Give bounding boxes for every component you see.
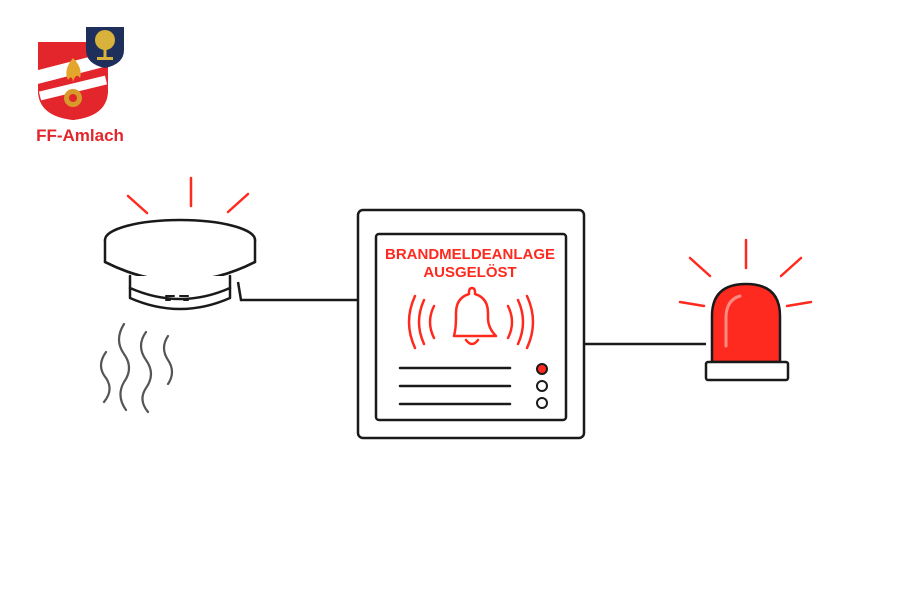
beacon-light-rays xyxy=(678,238,813,308)
led-idle-2 xyxy=(536,397,548,409)
alarm-bell-icon xyxy=(407,286,535,350)
warning-beacon-icon xyxy=(704,282,790,382)
smoke-detector-icon xyxy=(103,218,257,311)
wire-detector-to-panel xyxy=(236,281,358,302)
smoke-signal-rays xyxy=(126,176,250,215)
org-name: FF-Amlach xyxy=(36,126,124,145)
smoke-wisps xyxy=(99,322,174,414)
fire-brigade-logo xyxy=(38,27,124,120)
led-idle-1 xyxy=(536,380,548,392)
panel-indicator-leds xyxy=(536,363,548,409)
municipal-crest-tree-icon xyxy=(86,27,124,68)
panel-alarm-title: BRANDMELDEANLAGE AUSGELÖST xyxy=(385,246,555,281)
panel-display-lines xyxy=(398,366,512,406)
led-alarm-active xyxy=(536,363,548,375)
fire-alarm-panel xyxy=(356,208,586,440)
connection-wires xyxy=(236,281,706,346)
